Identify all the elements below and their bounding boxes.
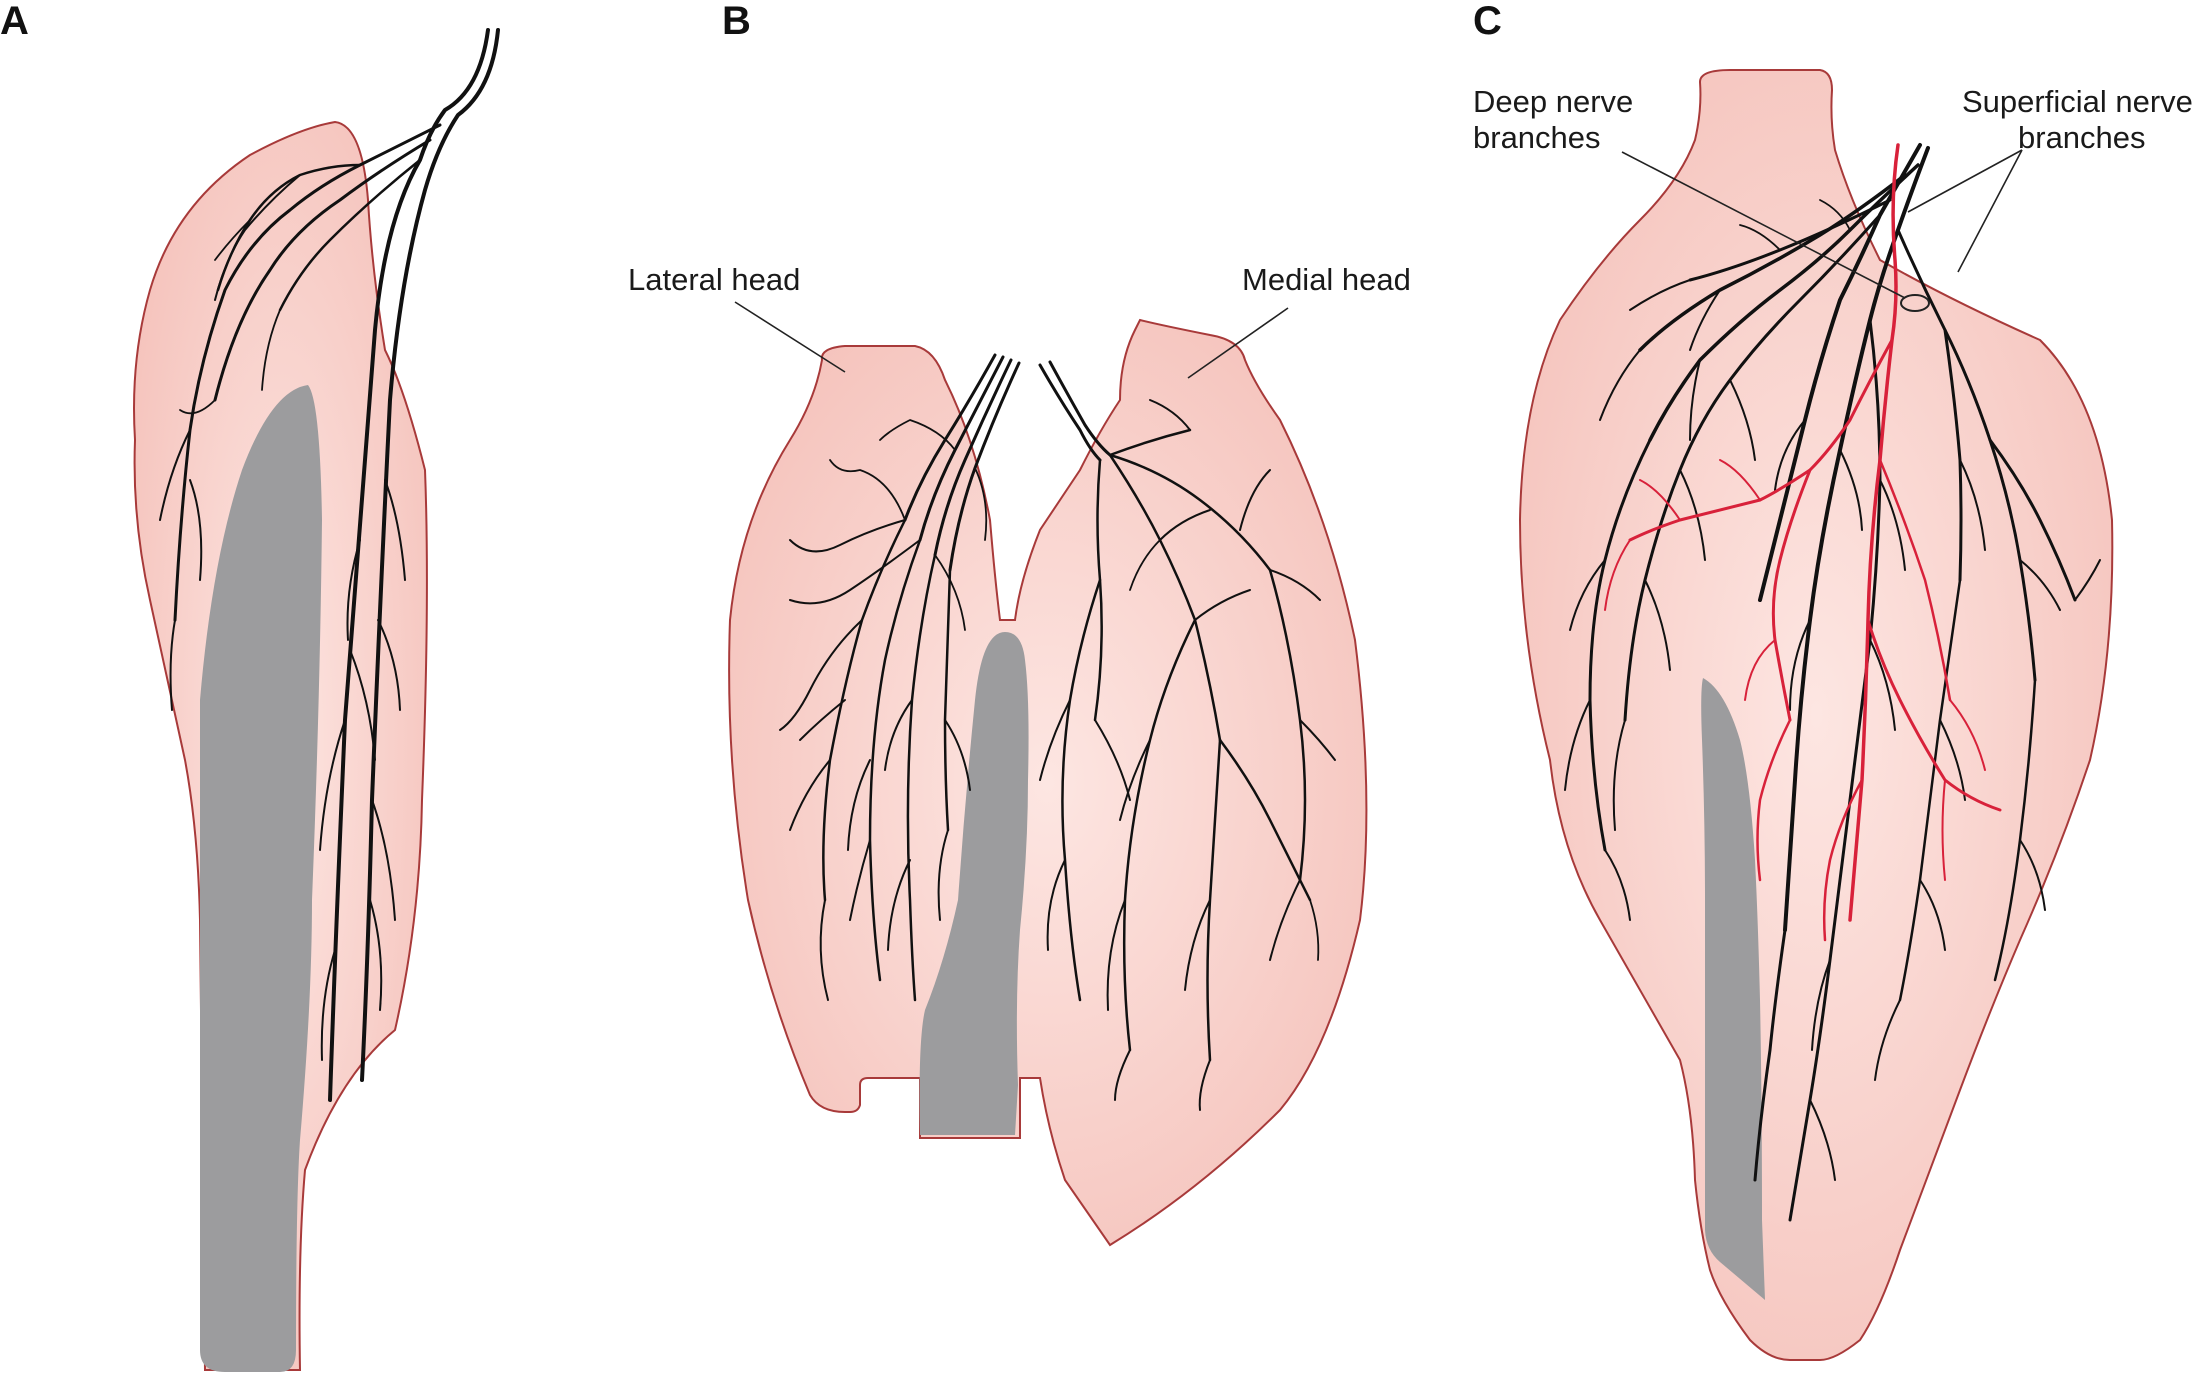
panel-b-medial-nerves	[1038, 360, 1336, 1111]
panel-b-letter: B	[722, 0, 751, 43]
panel-b-lateral-nerves	[779, 353, 1021, 1002]
panel-c-superficial-nerves	[1604, 143, 2002, 942]
panel-b: B	[628, 0, 1411, 1247]
lateral-head-label: Lateral head	[628, 262, 800, 297]
panel-a-nerves	[159, 28, 500, 1102]
panel-a-letter: A	[0, 0, 29, 43]
medial-head-leader	[1187, 307, 1289, 379]
panel-b-lateral-head	[728, 318, 1368, 1247]
panel-b-tendon	[919, 632, 1029, 1135]
superficial-nerve-label-line2: branches	[2018, 120, 2146, 155]
superficial-nerve-leader-2	[1957, 149, 2023, 273]
lateral-head-leader	[734, 301, 846, 373]
deep-nerve-label-line2: branches	[1473, 120, 1601, 155]
panel-c: C	[1473, 0, 2193, 1361]
deep-nerve-leader	[1621, 151, 1906, 299]
superficial-nerve-label-line1: Superficial nerve	[1962, 84, 2193, 119]
panel-c-deep-nerves	[1564, 143, 2101, 1222]
superficial-nerve-leader-1	[1907, 149, 2023, 213]
panel-c-letter: C	[1473, 0, 1502, 43]
panel-a: A	[0, 0, 500, 1372]
medial-head-label: Medial head	[1242, 262, 1411, 297]
deep-nerve-marker	[1900, 294, 1930, 312]
deep-nerve-label-line1: Deep nerve	[1473, 84, 1633, 119]
panel-a-tendon	[200, 385, 322, 1372]
panel-c-tendon	[1701, 678, 1765, 1300]
panel-c-muscle	[1518, 69, 2114, 1361]
